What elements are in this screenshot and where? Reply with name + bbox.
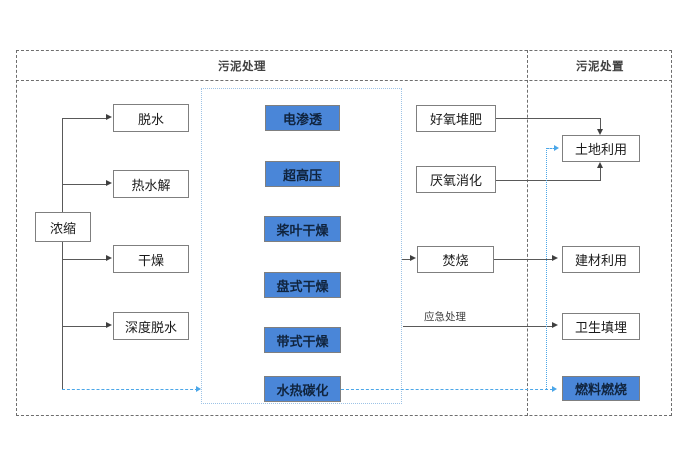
node-aerobic-compost[interactable]: 好氧堆肥 xyxy=(416,105,496,132)
node-anaerobic-digest-label: 厌氧消化 xyxy=(429,173,482,188)
outer-frame xyxy=(16,50,672,416)
spine-down xyxy=(62,242,64,389)
node-building-mat-label: 建材利用 xyxy=(574,253,627,268)
flow-into-landuse xyxy=(546,148,556,149)
node-drying-label: 干燥 xyxy=(137,252,164,268)
section-title-treatment: 污泥处理 xyxy=(218,61,266,73)
node-building-mat[interactable]: 建材利用 xyxy=(562,246,640,273)
arrow-to-drying xyxy=(106,255,112,262)
flow-arrow-to-fuelburning xyxy=(552,385,557,392)
node-belt-drying[interactable]: 带式干燥 xyxy=(264,327,341,353)
arrow-to-sanitaryfill xyxy=(552,322,558,329)
node-paddle-drying[interactable]: 桨叶干燥 xyxy=(264,216,341,242)
node-electroosmosis[interactable]: 电渗透 xyxy=(265,105,340,131)
arrow-to-dewater xyxy=(106,114,112,121)
arrow-to-buildingmat xyxy=(552,255,558,262)
tech-group-frame xyxy=(201,88,402,404)
node-hydrothermal[interactable]: 水热碳化 xyxy=(264,376,341,402)
node-disc-drying[interactable]: 盘式干燥 xyxy=(264,272,341,298)
node-disc-drying-label: 盘式干燥 xyxy=(276,278,329,294)
arrow-to-landuse-bottom xyxy=(597,162,604,168)
node-aerobic-compost-label: 好氧堆肥 xyxy=(429,112,482,127)
edge-emergency-sanitaryfill xyxy=(403,326,553,328)
node-fuel-burning-label: 燃料燃烧 xyxy=(574,382,627,397)
node-sanitary-fill[interactable]: 卫生填埋 xyxy=(562,313,640,340)
edge-thicken-deepdewater xyxy=(62,326,107,328)
edge-thicken-drying xyxy=(62,259,107,261)
edge-thicken-dewater xyxy=(62,118,107,120)
flow-arrow-to-tech xyxy=(196,385,201,392)
node-deep-dewater-label: 深度脱水 xyxy=(124,319,177,335)
node-hydrolysis-label: 热水解 xyxy=(131,177,171,193)
node-belt-drying-label: 带式干燥 xyxy=(276,333,329,349)
section-divider xyxy=(527,50,528,416)
node-ultra-high-press[interactable]: 超高压 xyxy=(265,161,340,187)
edge-compost-landuse-v xyxy=(600,118,602,130)
arrow-to-hydrolysis xyxy=(106,180,112,187)
edge-into-incineration xyxy=(402,259,411,261)
edge-compost-landuse-h xyxy=(496,118,601,120)
header-divider xyxy=(16,80,672,81)
node-hydrothermal-label: 水热碳化 xyxy=(276,382,329,398)
node-drying[interactable]: 干燥 xyxy=(113,245,189,273)
edge-incineration-buildingmat xyxy=(494,259,553,261)
node-sanitary-fill-label: 卫生填埋 xyxy=(574,320,627,335)
arrow-to-incineration xyxy=(410,255,416,262)
node-thicken-label: 浓缩 xyxy=(49,220,76,236)
node-land-use[interactable]: 土地利用 xyxy=(562,135,640,162)
edge-digest-landuse-v xyxy=(600,168,602,181)
flow-hydrothermal-right xyxy=(341,389,553,390)
node-land-use-label: 土地利用 xyxy=(574,142,627,157)
flow-thicken-to-tech xyxy=(62,389,198,390)
node-electroosmosis-label: 电渗透 xyxy=(282,111,322,127)
node-incineration[interactable]: 焚烧 xyxy=(417,246,494,273)
arrow-to-deepdewater xyxy=(106,322,112,329)
node-fuel-burning[interactable]: 燃料燃烧 xyxy=(562,376,640,401)
node-deep-dewater[interactable]: 深度脱水 xyxy=(113,312,189,340)
node-paddle-drying-label: 桨叶干燥 xyxy=(276,222,329,238)
edge-digest-landuse-h xyxy=(496,180,601,182)
arrow-to-landuse-top xyxy=(597,129,604,135)
node-anaerobic-digest[interactable]: 厌氧消化 xyxy=(416,166,496,193)
spine-up xyxy=(62,118,64,213)
edge-label-emergency: 应急处理 xyxy=(424,311,466,323)
node-hydrolysis[interactable]: 热水解 xyxy=(113,170,189,198)
flow-arrow-to-landuse xyxy=(554,144,559,151)
node-incineration-label: 焚烧 xyxy=(442,253,469,268)
node-dewater[interactable]: 脱水 xyxy=(113,104,189,132)
node-dewater-label: 脱水 xyxy=(137,111,164,127)
flow-riser-to-landuse xyxy=(546,148,547,389)
edge-thicken-hydrolysis xyxy=(62,184,107,186)
node-thicken[interactable]: 浓缩 xyxy=(35,212,91,242)
section-title-disposal: 污泥处置 xyxy=(576,61,624,73)
node-ultra-high-press-label: 超高压 xyxy=(282,167,322,183)
